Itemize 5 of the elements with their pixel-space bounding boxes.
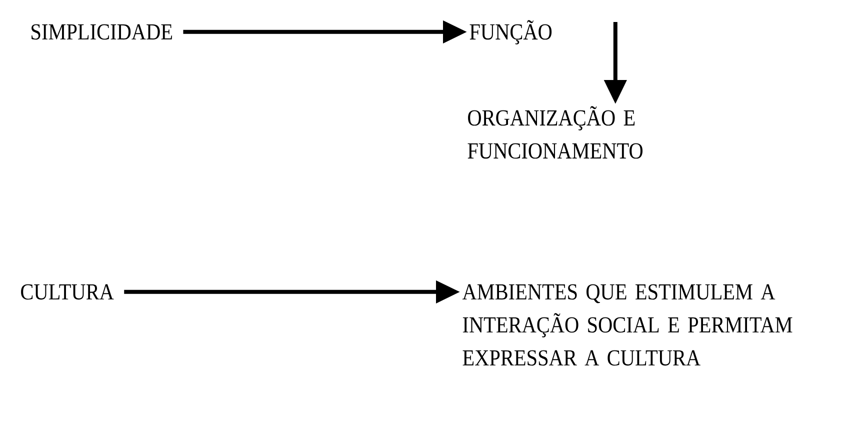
text-label: CULTURA — [21, 284, 114, 300]
text-label: ORGANIZAÇÃO E FUNCIONAMENTO — [468, 106, 643, 159]
text-label: SIMPLICIDADE — [32, 24, 172, 40]
text-label: AMBIENTES QUE ESTIMULEM A INTERAÇÃO SOCIAL E PERMITAM EXPRESSAR A CULTURA — [462, 284, 792, 366]
text-label: FUNÇÃO — [470, 20, 552, 44]
